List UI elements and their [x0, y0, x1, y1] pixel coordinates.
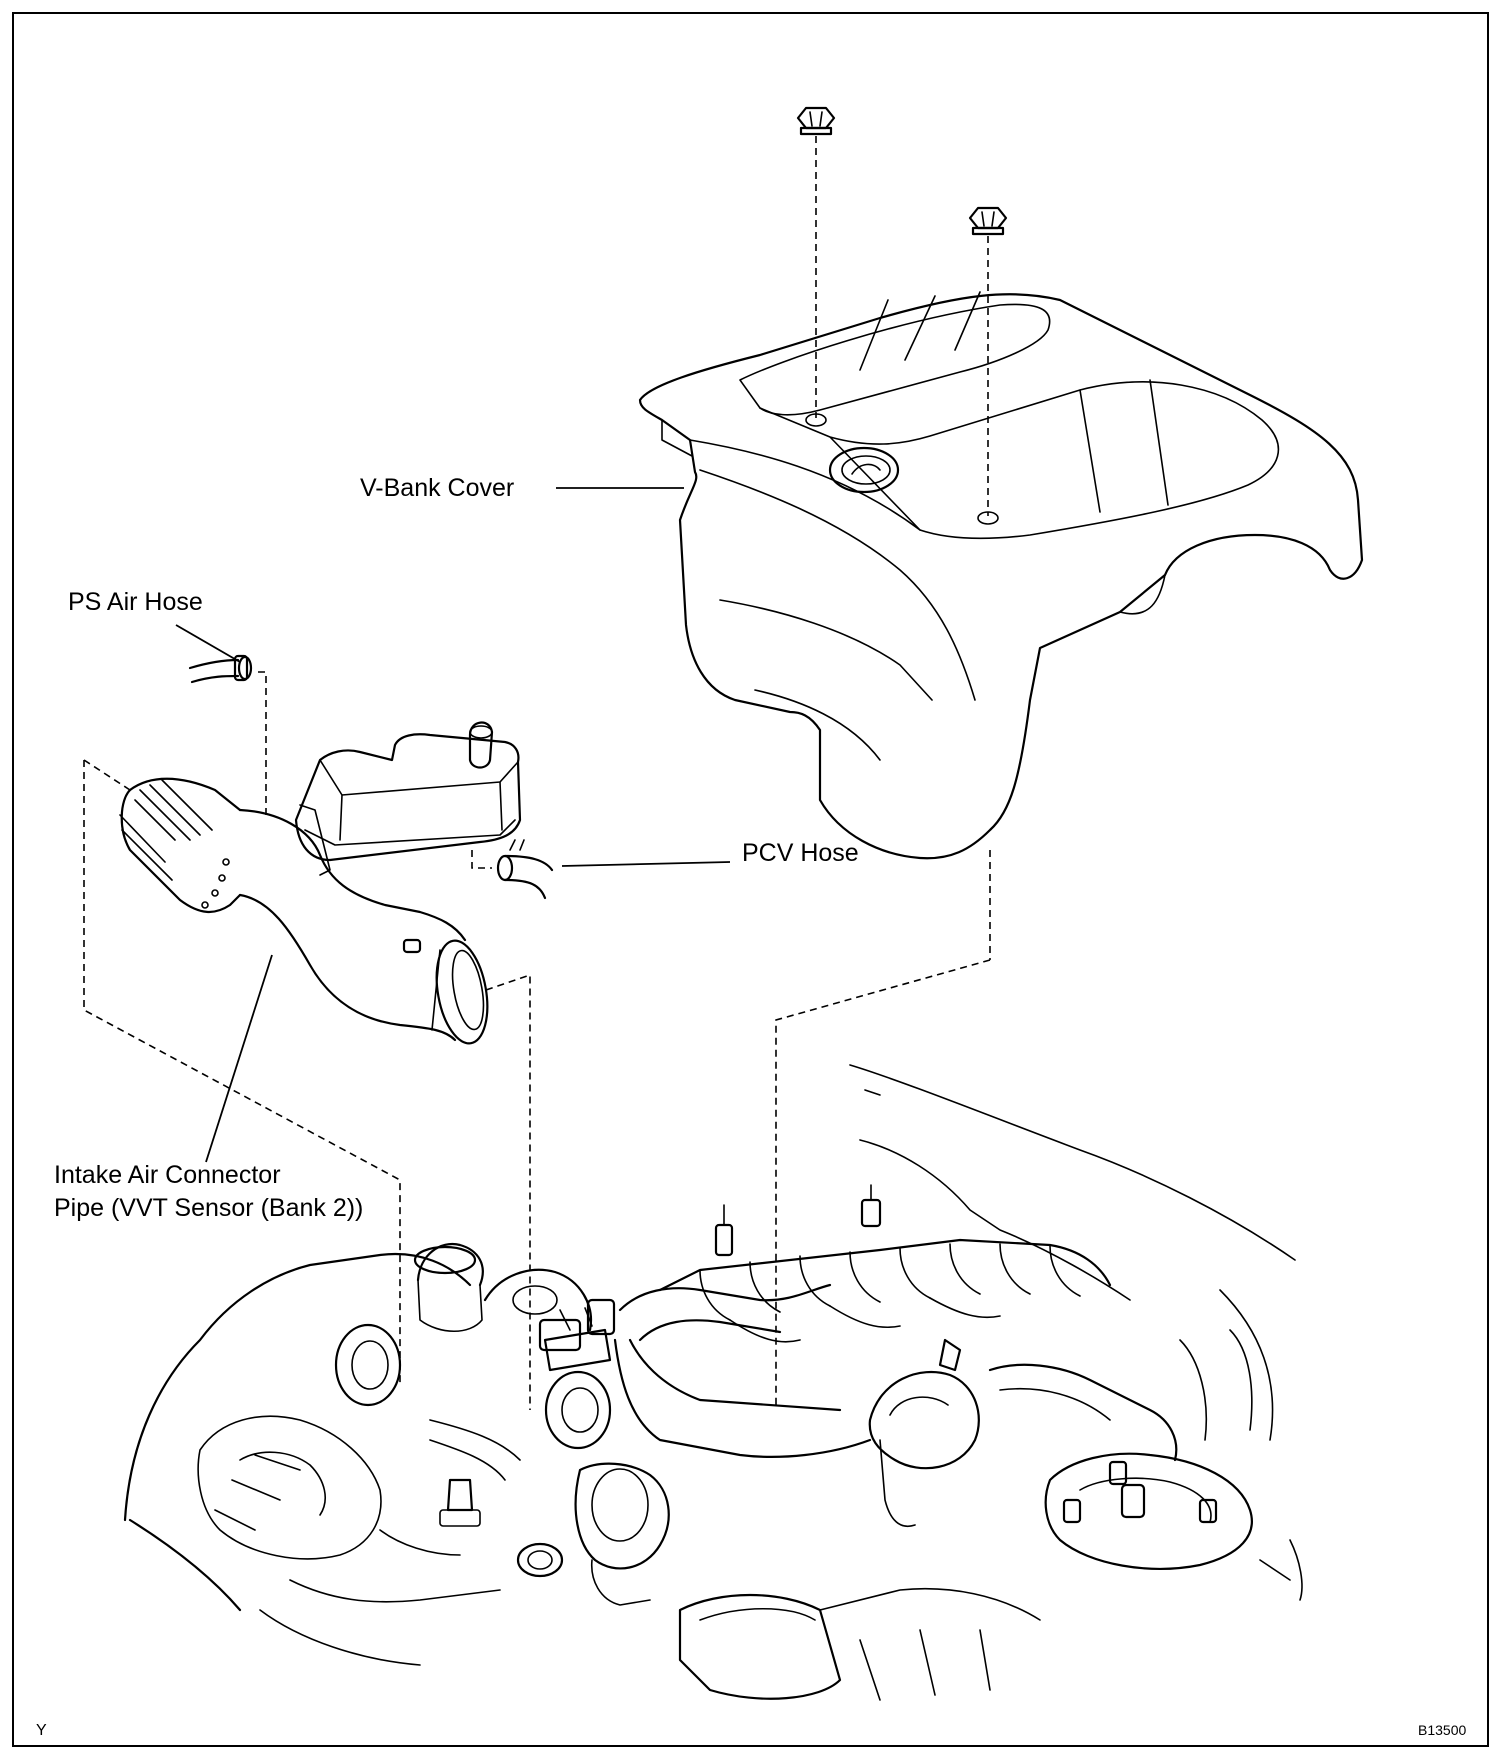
figure-code: B13500: [1418, 1722, 1467, 1738]
leader-intake-pipe: [205, 954, 273, 1163]
ps-air-hose-part: [188, 654, 253, 684]
cover-bolt-lower: [968, 206, 1008, 236]
engine-compartment: [123, 1064, 1303, 1701]
label-pcv-hose: PCV Hose: [742, 839, 859, 867]
cover-guide-to-engine: [775, 959, 991, 1408]
leader-ps-air-hose: [175, 624, 241, 663]
intake-air-connector-pipe: [119, 777, 489, 1045]
ps-hose-guide: [258, 671, 267, 820]
label-intake-air-connector-line2: Pipe (VVT Sensor (Bank 2)): [54, 1194, 364, 1222]
label-v-bank-cover: V-Bank Cover: [360, 474, 515, 502]
cover-bolt-upper: [796, 106, 836, 136]
v-bank-cover: [638, 291, 1364, 860]
label-intake-air-connector-line1: Intake Air Connector: [54, 1161, 281, 1189]
air-flow-meter-assembly: [294, 721, 522, 876]
intake-guide-right: [485, 973, 531, 1410]
label-ps-air-hose: PS Air Hose: [68, 588, 203, 616]
pcv-guide: [471, 850, 492, 869]
pcv-hose-part: [496, 839, 554, 900]
intake-guide-top: [83, 759, 131, 791]
leader-pcv-hose: [561, 861, 731, 867]
intake-guide-left: [83, 760, 401, 1385]
diagram-frame: [12, 12, 1489, 1747]
corner-mark-left: Y: [36, 1722, 47, 1739]
